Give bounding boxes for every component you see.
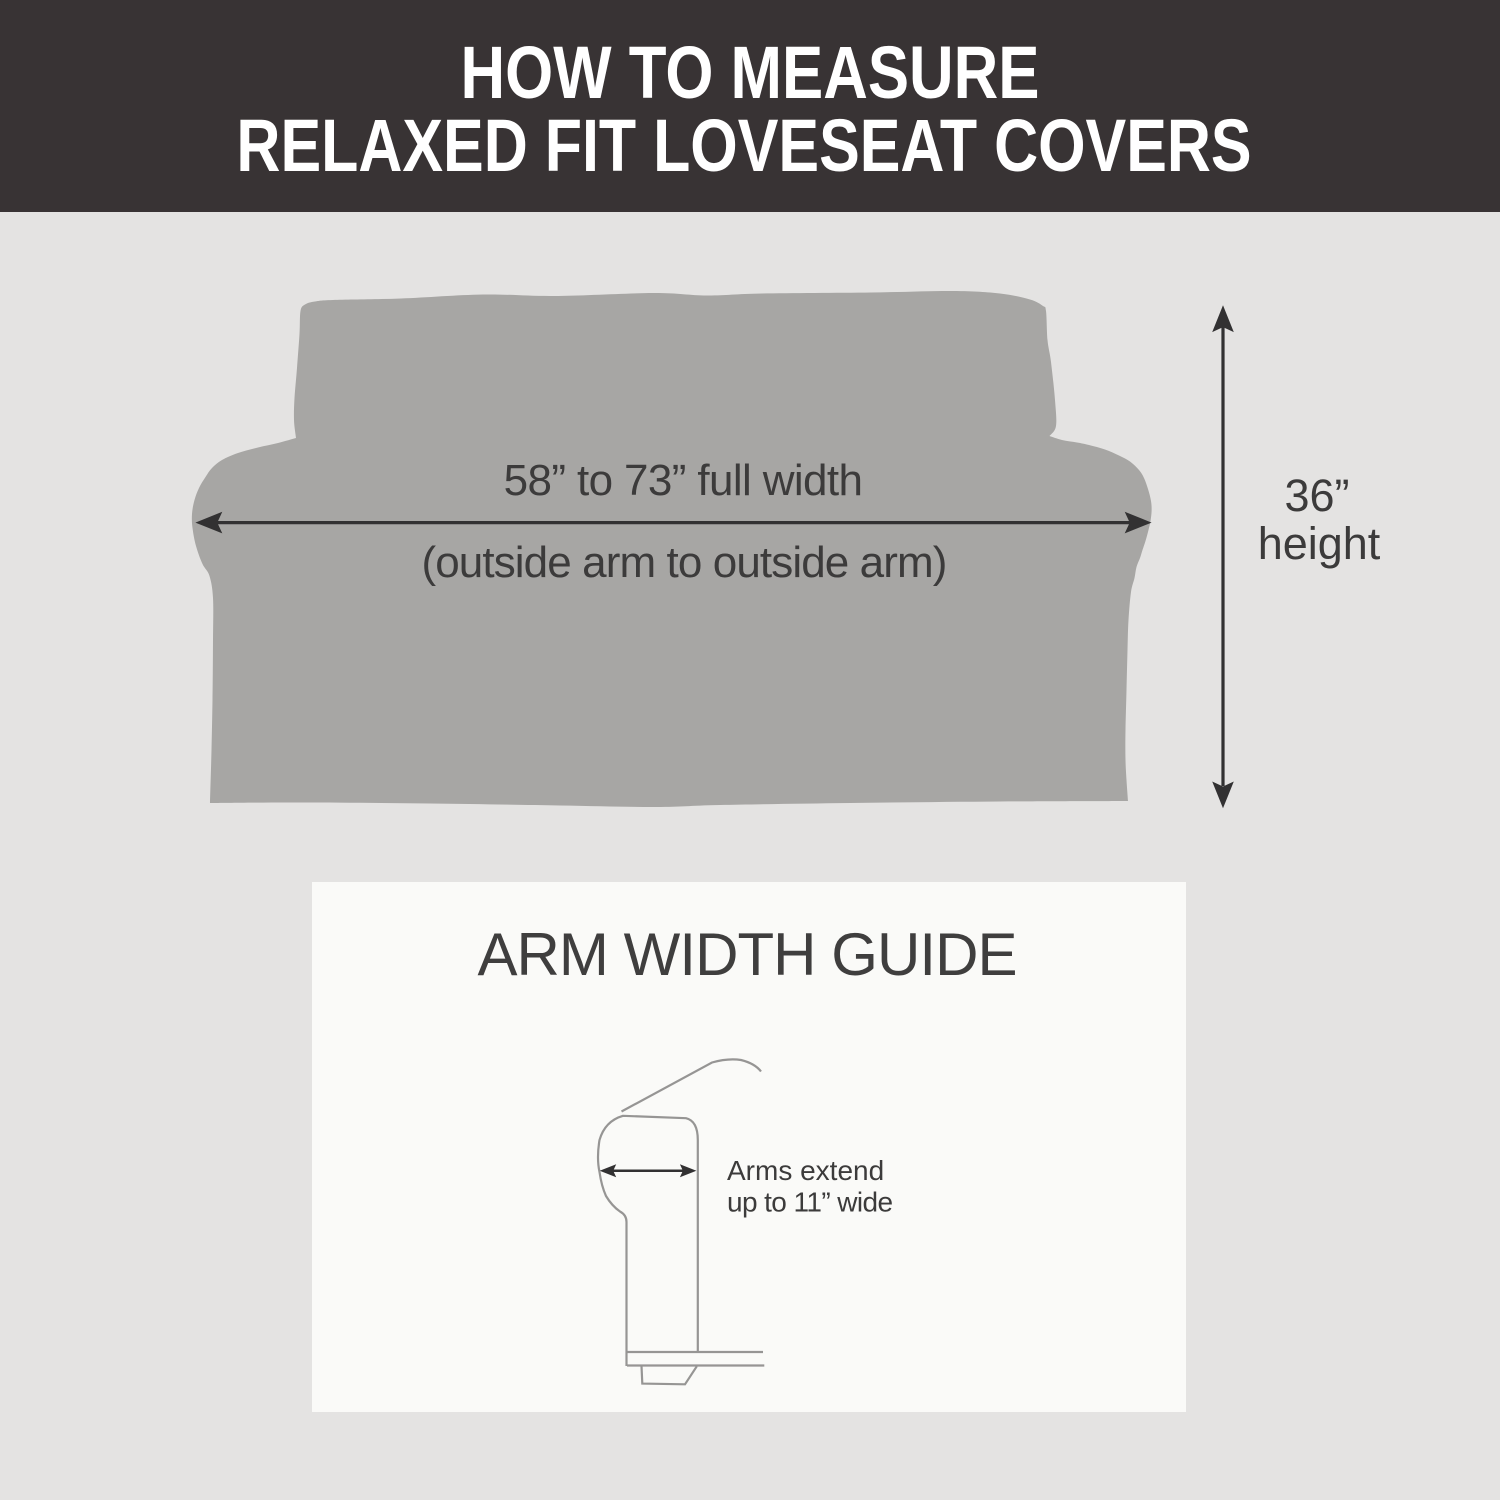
svg-text:up to 11” wide: up to 11” wide bbox=[727, 1187, 892, 1218]
svg-text:ARM WIDTH GUIDE: ARM WIDTH GUIDE bbox=[477, 921, 1016, 988]
svg-text:HOW TO MEASURE: HOW TO MEASURE bbox=[461, 32, 1040, 115]
svg-text:36”: 36” bbox=[1284, 470, 1349, 521]
svg-text:(outside arm to outside arm): (outside arm to outside arm) bbox=[421, 538, 946, 587]
svg-text:height: height bbox=[1258, 518, 1381, 569]
svg-text:RELAXED FIT LOVESEAT COVERS: RELAXED FIT LOVESEAT COVERS bbox=[236, 106, 1251, 188]
svg-text:Arms extend: Arms extend bbox=[727, 1155, 884, 1186]
svg-text:58” to 73” full width: 58” to 73” full width bbox=[504, 456, 863, 505]
